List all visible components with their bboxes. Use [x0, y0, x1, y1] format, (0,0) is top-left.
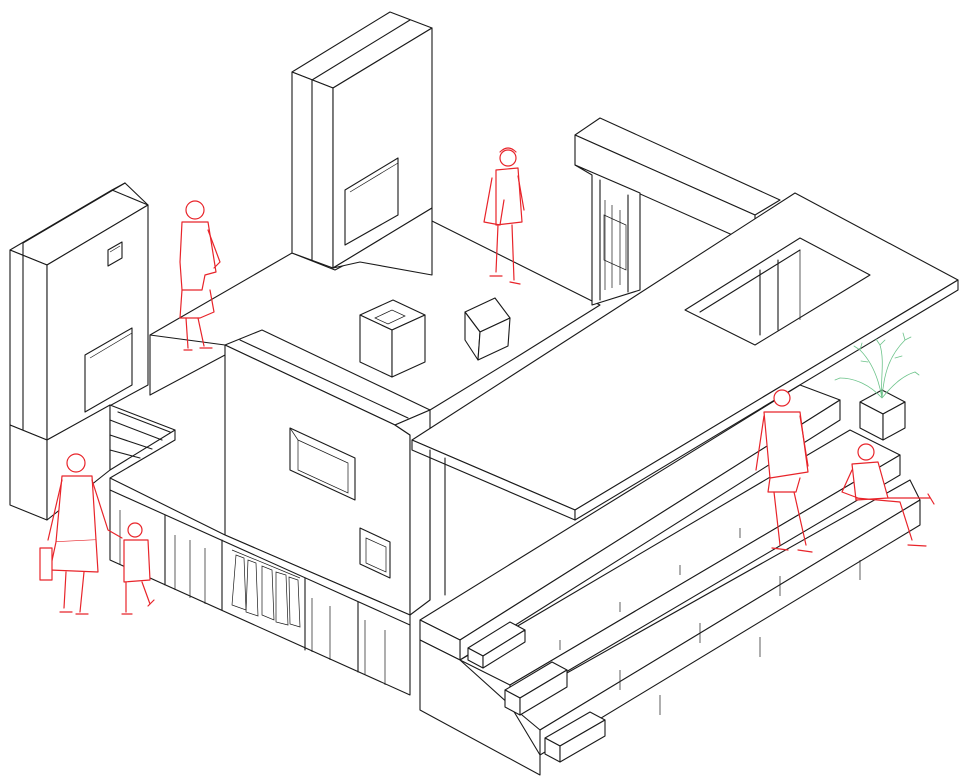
- man-standing-upper-left: [179, 200, 221, 351]
- potted-plant: [834, 332, 920, 441]
- bench-box-1: [467, 621, 526, 669]
- cube-stool-1: [359, 299, 426, 378]
- woman-with-child: [39, 453, 155, 615]
- woman-with-bag: [483, 147, 525, 285]
- side-stair: [109, 404, 176, 479]
- man-seated-on-steps: [841, 443, 935, 547]
- stepped-bench-terraces: [419, 384, 921, 776]
- rear-l-wall: [574, 117, 781, 306]
- cube-stool-2: [464, 297, 511, 361]
- man-walking-on-steps: [755, 389, 813, 553]
- bench-box-3: [544, 711, 606, 763]
- tall-slab-tower: [291, 11, 433, 276]
- elevated-slab-with-opening: [411, 192, 959, 601]
- bench-box-2: [504, 661, 568, 716]
- storefront-with-clothing-rack: [109, 477, 411, 696]
- central-cube-volume: [224, 329, 431, 616]
